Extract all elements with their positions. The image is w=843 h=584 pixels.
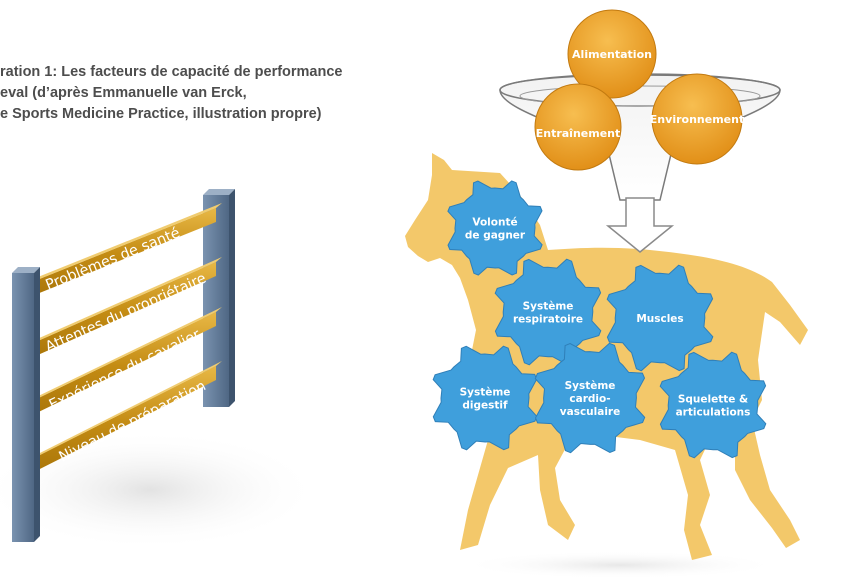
gear-volonte-shape <box>447 180 543 276</box>
gear-muscles-label-line-1: Muscles <box>636 313 683 325</box>
fence-post-front <box>12 273 34 542</box>
funnel-group: Alimentation Entraînement Environnement <box>499 9 781 253</box>
gear-digestif-shape <box>432 345 538 451</box>
down-arrow-icon <box>605 197 675 253</box>
figure-caption: ration 1: Les facteurs de capacité de pe… <box>0 62 420 125</box>
gear-cardio-label-line-2: cardio- <box>569 393 610 405</box>
gear-cardio-shape <box>534 342 646 454</box>
fence-post-back-top <box>203 189 235 195</box>
gear-volonte-label-line-2: de gagner <box>465 230 526 242</box>
input-label-alimentation: Alimentation <box>572 48 652 61</box>
gear-squelette: Squelette &articulations <box>659 351 767 459</box>
fence-rail-label-1: Problèmes de santé <box>44 225 183 294</box>
fence-rail-2 <box>22 257 222 362</box>
input-circle-alimentation: Alimentation <box>567 9 657 99</box>
caption-line-1: ration 1: Les facteurs de capacité de pe… <box>0 64 343 80</box>
gear-digestif-label-line-1: Système <box>460 387 511 399</box>
caption-line-2: eval (d’après Emmanuelle van Erck, <box>0 85 247 101</box>
input-circle-environnement: Environnement <box>650 73 744 165</box>
fence-rail-4 <box>22 361 222 478</box>
gear-squelette-shape <box>659 351 767 459</box>
gear-digestif-label-line-2: digestif <box>462 400 508 412</box>
fence: Problèmes de santé Attentes du propriéta… <box>0 189 320 550</box>
fence-post-back-side <box>229 189 235 407</box>
gear-squelette-label-line-1: Squelette & <box>678 394 748 406</box>
fence-post-front-side <box>34 267 40 542</box>
caption-line-3: e Sports Medicine Practice, illustration… <box>0 106 322 122</box>
fence-post-front-top <box>12 267 40 273</box>
fence-shadow <box>0 430 320 550</box>
input-label-environnement: Environnement <box>650 113 744 126</box>
gear-muscles-shape <box>606 264 714 372</box>
fence-rail-3 <box>22 307 222 420</box>
gear-cardio-label-line-3: vasculaire <box>560 406 620 418</box>
gear-volonte-label-line-1: Volonté <box>472 217 517 229</box>
input-label-entrainement: Entraînement <box>536 127 621 140</box>
gear-respiratoire-label-line-1: Système <box>523 301 574 313</box>
gear-squelette-label-line-2: articulations <box>676 407 751 419</box>
fence-rail-1 <box>22 203 222 300</box>
horse-shadow <box>460 551 780 579</box>
gear-muscles: Muscles <box>606 264 714 372</box>
gear-respiratoire-label-line-2: respiratoire <box>513 314 583 326</box>
input-circle-entrainement: Entraînement <box>534 83 622 171</box>
gear-cardio-label-line-1: Système <box>565 380 616 392</box>
